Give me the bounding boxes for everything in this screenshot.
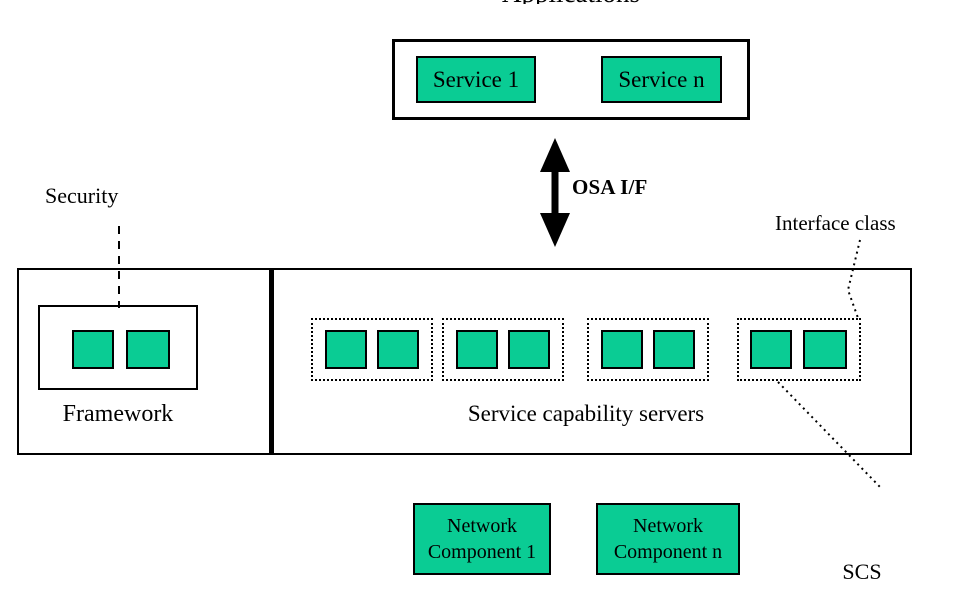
applications-title: Applications [441, 0, 701, 4]
scs-group-4-chip-1[interactable] [750, 330, 792, 369]
scs-group-1-chip-2[interactable] [377, 330, 419, 369]
framework-chip-1[interactable] [72, 330, 114, 369]
security-annotation-line-1: Security [45, 183, 119, 209]
scs-group-3-chip-1[interactable] [601, 330, 643, 369]
scs-group-4[interactable] [737, 318, 861, 381]
network-component-1-line-2: Component 1 [427, 541, 537, 563]
scs-group-2-chip-2[interactable] [508, 330, 550, 369]
service-box-n[interactable]: Service n [601, 56, 722, 103]
network-component-box-1[interactable]: Network Component 1 [413, 503, 551, 575]
network-component-n-line-2: Component n [613, 541, 723, 563]
service-box-1[interactable]: Service 1 [416, 56, 536, 103]
network-component-box-n[interactable]: Network Component n [596, 503, 740, 575]
platform-divider [269, 270, 274, 453]
scs-group-3-chip-2[interactable] [653, 330, 695, 369]
scs-annotation-line-1: SCS [842, 559, 882, 584]
scs-group-2-chip-1[interactable] [456, 330, 498, 369]
scs-annotation: SCS (e.g.,User Locatio [786, 503, 967, 606]
scs-group-2[interactable] [442, 318, 564, 381]
scs-group-3[interactable] [587, 318, 709, 381]
network-component-n-line-1: Network [633, 515, 703, 537]
scs-group-1-chip-1[interactable] [325, 330, 367, 369]
interface-class-annotation: Interface class [775, 211, 896, 235]
service-capability-servers-label: Service capability servers [467, 401, 705, 426]
osa-interface-label: OSA I/F [572, 175, 648, 199]
scs-group-1[interactable] [311, 318, 433, 381]
scs-group-4-chip-2[interactable] [803, 330, 847, 369]
network-component-1-line-1: Network [447, 515, 517, 537]
osa-double-arrow-icon [540, 138, 570, 247]
framework-chip-2[interactable] [126, 330, 170, 369]
framework-box [38, 305, 198, 390]
framework-label: Framework [62, 401, 174, 427]
